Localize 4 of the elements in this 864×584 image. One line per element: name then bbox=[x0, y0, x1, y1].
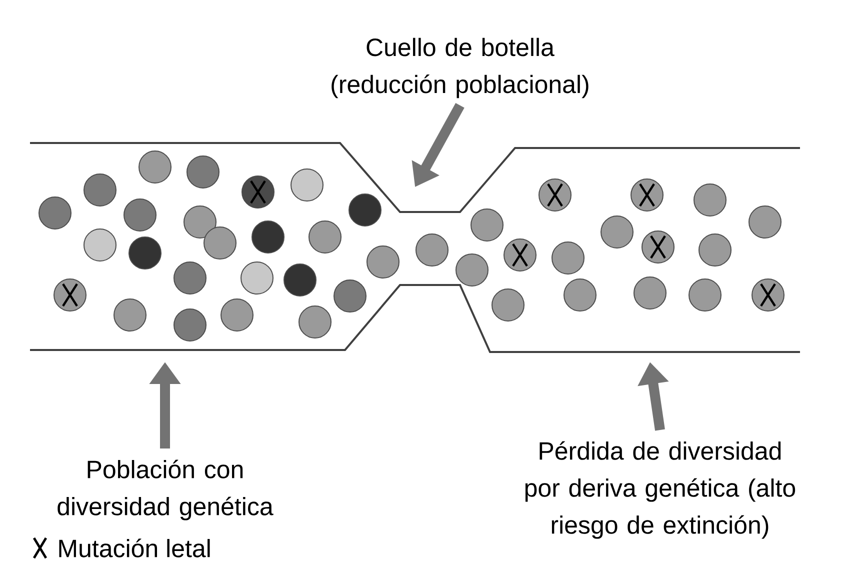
caption-text: Cuello de botella (reducción poblacional) bbox=[332, 38, 588, 98]
caption-text: Pérdida de diversidad por deriva genética (alto riesgo de extinción) bbox=[525, 441, 796, 539]
caption-text: Población con diversidad genética bbox=[58, 460, 274, 520]
legend-text: Mutación letal bbox=[59, 538, 210, 558]
